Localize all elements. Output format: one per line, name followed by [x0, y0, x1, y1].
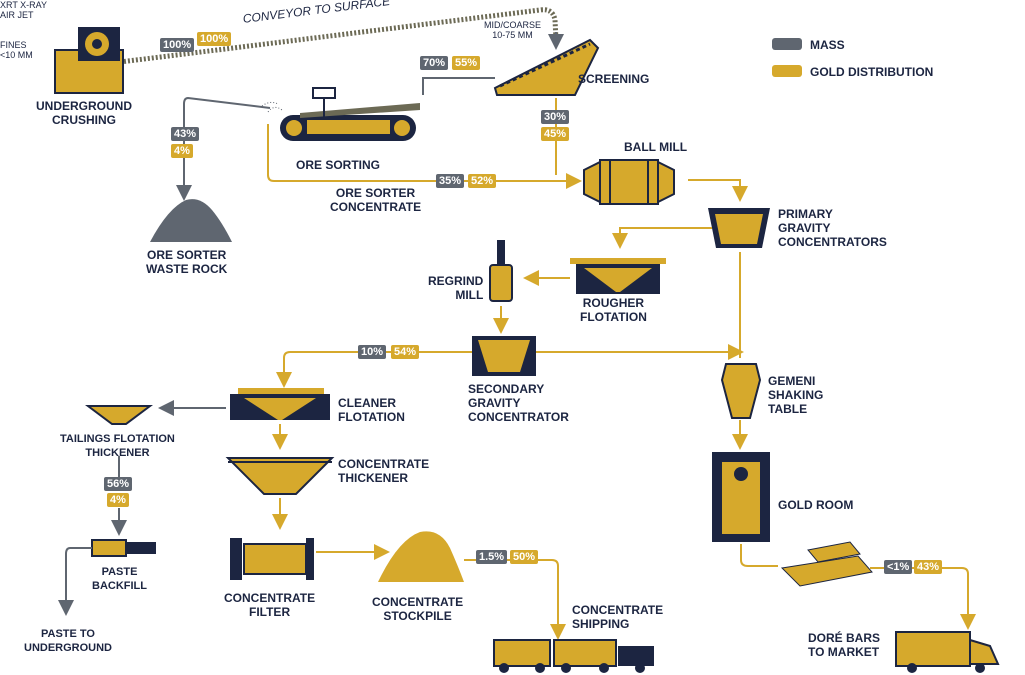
rougher-flotation-icon — [570, 258, 666, 294]
gold-room-label: GOLD ROOM — [778, 498, 854, 512]
air-jet-label: AIR JET — [0, 10, 34, 20]
ore-sorter-concentrate-label: ORE SORTER CONCENTRATE — [330, 186, 422, 214]
screening-label: SCREENING — [578, 72, 650, 86]
flow-arrow — [688, 179, 748, 202]
flow-arrow — [612, 227, 712, 249]
shipping-truck-icon — [493, 639, 654, 673]
primary-gravity-label: PRIMARY GRAVITY CONCENTRATORS — [778, 207, 887, 249]
paste-underground-label: PASTE TO UNDERGROUND — [24, 628, 112, 654]
legend-mass-swatch — [772, 38, 802, 50]
crusher-icon — [54, 27, 124, 94]
filter-press-icon — [230, 538, 314, 580]
tailings-thickener-icon — [85, 405, 153, 425]
flow-arrow — [267, 124, 582, 189]
conveyor-gold-badge: 100% — [197, 32, 232, 46]
fines-gold-badge: 45% — [541, 127, 570, 141]
flow-arrow — [740, 544, 778, 567]
waste-gold-badge: 4% — [171, 144, 193, 158]
screening-gold-badge: 55% — [452, 56, 481, 70]
tailings-thickener-label: TAILINGS FLOTATION THICKENER — [60, 433, 175, 459]
cleaner-flotation-icon — [230, 388, 330, 420]
flow-arrow — [276, 351, 472, 388]
fines-label: FINES <10 MM — [0, 40, 33, 60]
tailings-mass-badge: 56% — [104, 477, 133, 491]
flow-arrow — [464, 559, 566, 640]
cleaner-mass-badge: 10% — [358, 345, 387, 359]
flow-arrow — [422, 77, 495, 95]
regrind-mill-label: REGRIND MILL — [428, 274, 484, 302]
ball-mill-label: BALL MILL — [624, 140, 688, 154]
gold-room-icon — [712, 452, 770, 542]
dore-bars-label: DORÉ BARS TO MARKET — [808, 631, 881, 659]
shipping-gold-badge: 50% — [510, 550, 539, 564]
cleaner-flotation-label: CLEANER FLOTATION — [338, 396, 405, 424]
flow-arrow — [870, 567, 976, 630]
flow-arrow — [58, 547, 92, 616]
legend-mass-label: MASS — [810, 38, 845, 52]
concentrate-stockpile-label: CONCENTRATE STOCKPILE — [372, 595, 464, 623]
concentrate-thickener-label: CONCENTRATE THICKENER — [338, 457, 430, 485]
concentrate-shipping-label: CONCENTRATE SHIPPING — [572, 603, 664, 631]
concentrate-filter-label: CONCENTRATE FILTER — [224, 591, 316, 619]
ore-sorting-label: ORE SORTING — [296, 158, 381, 172]
legend-gold-swatch — [772, 65, 802, 77]
flow-arrow — [176, 96, 271, 201]
shaking-table-icon — [720, 363, 762, 419]
screening-icon — [493, 38, 600, 96]
ore-sorter-icon — [261, 87, 420, 141]
secondary-gravity-icon — [472, 336, 536, 376]
primary-gravity-icon — [708, 208, 770, 248]
waste-rock-label: ORE SORTER WASTE ROCK — [146, 248, 228, 276]
fines-mass-badge: 30% — [541, 110, 570, 124]
shipping-mass-badge: 1.5% — [476, 550, 508, 564]
legend-gold-label: GOLD DISTRIBUTION — [810, 65, 934, 79]
dore-mass-badge: <1% — [884, 560, 913, 574]
stockpile-icon — [378, 531, 464, 582]
gemeni-label: GEMENI SHAKING TABLE — [768, 374, 824, 416]
ball-mill-icon — [583, 159, 675, 205]
dore-gold-badge: 43% — [914, 560, 943, 574]
waste-rock-pile-icon — [150, 199, 232, 242]
tailings-gold-badge: 4% — [107, 493, 129, 507]
underground-crushing-label: UNDERGROUND CRUSHING — [36, 99, 132, 127]
conveyor-mass-badge: 100% — [160, 38, 195, 52]
paste-backfill-icon — [91, 539, 156, 557]
paste-backfill-label: PASTE BACKFILL — [92, 566, 147, 592]
sorter-concentrate-mass-badge: 35% — [436, 174, 465, 188]
secondary-gravity-label: SECONDARY GRAVITY CONCENTRATOR — [468, 382, 569, 424]
conveyor-belt — [119, 7, 564, 65]
cleaner-gold-badge: 54% — [391, 345, 420, 359]
armored-truck-icon — [895, 631, 1000, 673]
sorter-concentrate-gold-badge: 52% — [468, 174, 497, 188]
mid-coarse-label: MID/COARSE 10-75 MM — [483, 20, 541, 40]
waste-mass-badge: 43% — [171, 127, 200, 141]
regrind-mill-icon — [489, 240, 513, 302]
screening-mass-badge: 70% — [420, 56, 449, 70]
xrt-label: XRT X-RAY — [0, 0, 48, 10]
concentrate-thickener-icon — [225, 457, 335, 495]
gold-bars-icon — [780, 541, 873, 587]
rougher-flotation-label: ROUGHER FLOTATION — [580, 296, 647, 324]
